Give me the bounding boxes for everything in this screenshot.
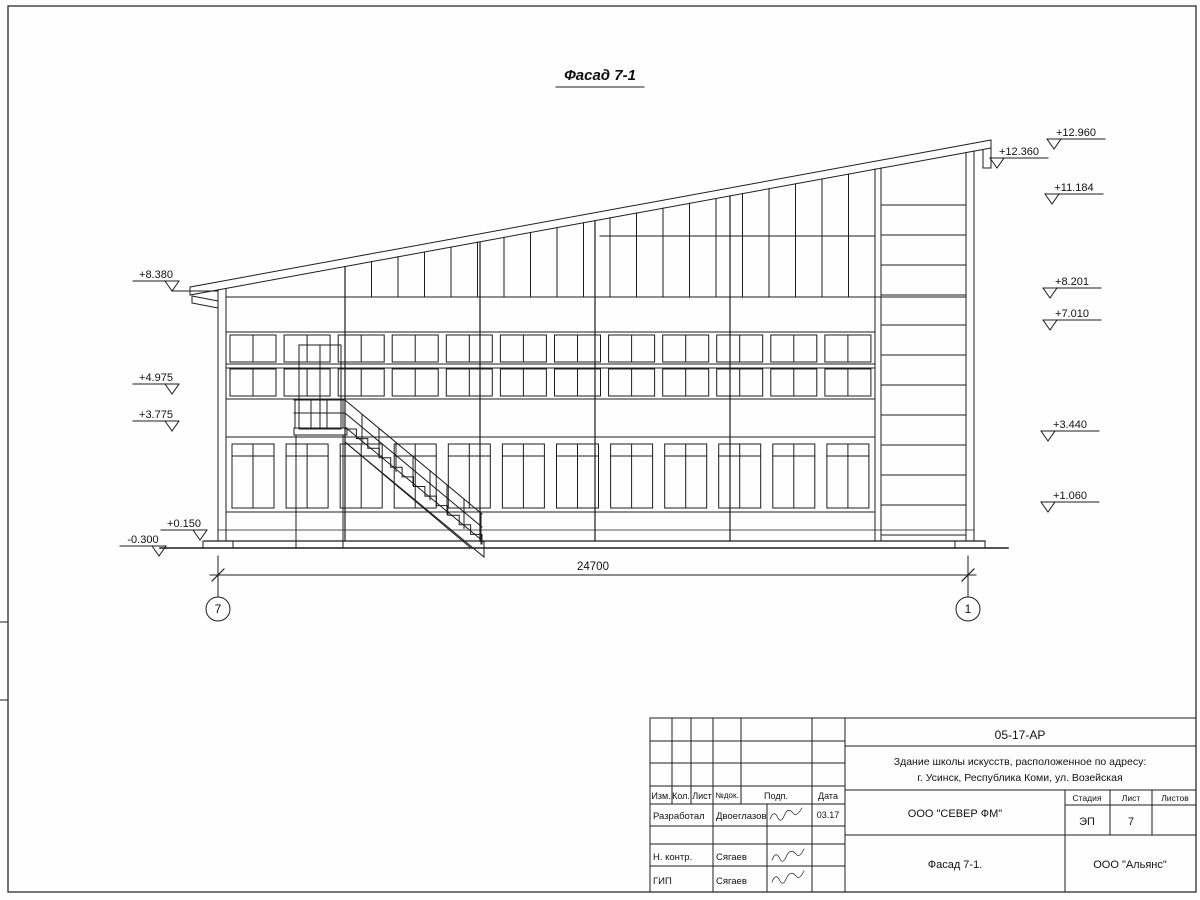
- col-list: Лист: [692, 791, 712, 801]
- elevation-mark: +0.150: [160, 518, 208, 541]
- elevation-label: +4.975: [139, 372, 173, 384]
- lower-window-band: [231, 443, 870, 509]
- signature: [771, 870, 805, 884]
- elevation-mark: +1.060: [1040, 490, 1100, 513]
- dimension-text: 24700: [577, 561, 609, 573]
- elevation-mark: +12.360: [989, 146, 1049, 169]
- elevation-mark-symbol: [1040, 501, 1100, 513]
- axis-right: 1: [955, 574, 981, 622]
- axis-bubble: [955, 596, 981, 622]
- elevation-label: +1.060: [1053, 490, 1087, 502]
- elevation-mark: +8.380: [132, 269, 219, 292]
- roof: [189, 139, 992, 296]
- signature: [771, 848, 805, 862]
- dimension: 24700 7 1: [205, 555, 981, 622]
- name-developer: Двоеглазов: [716, 811, 767, 822]
- name-ncontrol: Сягаев: [716, 852, 747, 863]
- project-name-line2: г. Усинск, Республика Коми, ул. Возейска…: [917, 772, 1122, 784]
- foundation-pad-right: [954, 540, 986, 549]
- elevation-marks-left: +8.380 +4.975 +3.775 +0.150 -0.300: [119, 269, 219, 557]
- role-ncontrol: Н. контр.: [653, 852, 692, 863]
- elevation-label: +8.380: [139, 269, 173, 281]
- elevation-label: +7.010: [1055, 308, 1089, 320]
- stage-value: ЭП: [1079, 816, 1095, 828]
- elevation-mark: +11.184: [1044, 182, 1104, 205]
- clerestory-glazing: [344, 168, 876, 298]
- sheet-value: 7: [1128, 816, 1134, 828]
- elevation-mark: +4.975: [132, 372, 180, 395]
- foundation-pad-left: [202, 540, 234, 549]
- elevation-mark: +3.775: [132, 409, 180, 432]
- elevation-mark-symbol: [1040, 430, 1100, 442]
- col-ndok: №док.: [715, 791, 738, 800]
- roof-left-fascia: [191, 295, 219, 309]
- elevation-mark-symbol: [160, 529, 208, 541]
- name-gip: Сягаев: [716, 876, 747, 887]
- role-developer: Разработал: [653, 811, 705, 822]
- elevation-label: -0.300: [127, 534, 158, 546]
- elevation-label: +3.775: [139, 409, 173, 421]
- signature: [769, 807, 803, 821]
- elevation-mark-symbol: [132, 383, 180, 395]
- elevation-mark: +7.010: [1042, 308, 1102, 331]
- stage-label: Стадия: [1073, 793, 1102, 803]
- company-name: ООО "СЕВЕР ФМ": [908, 808, 1003, 820]
- upper-window-band: [229, 334, 872, 397]
- project-name-line1: Здание школы искусств, расположенное по …: [894, 756, 1147, 768]
- contractor-name: ООО "Альянс": [1093, 859, 1167, 871]
- sheet-frame: [0, 5, 1197, 893]
- left-wall: [217, 288, 227, 542]
- elevation-label: +8.201: [1055, 276, 1089, 288]
- elevation-mark-symbol: [1044, 193, 1104, 205]
- col-podp: Подп.: [764, 791, 788, 801]
- axis-label: 1: [965, 602, 972, 616]
- view-title: Фасад 7-1: [555, 67, 645, 88]
- elevation-mark-symbol: [1042, 287, 1102, 299]
- elevation-marks-right: +12.960 +12.360 +11.184 +8.201 +7.010 +3…: [989, 127, 1106, 513]
- facade-bands: [225, 296, 967, 513]
- col-izm: Изм.: [651, 791, 670, 801]
- sheet-label: Лист: [1122, 793, 1141, 803]
- elevation-label: +12.360: [999, 146, 1039, 158]
- drawing-name: Фасад 7-1.: [928, 859, 983, 871]
- elevation-mark-symbol: [1046, 138, 1106, 150]
- col-kol: Кол.: [672, 791, 690, 801]
- elevation-mark-symbol: [989, 157, 1049, 169]
- elevation-label: +11.184: [1054, 182, 1093, 194]
- elevation-mark: +3.440: [1040, 419, 1100, 442]
- elevation-mark-symbol: [132, 420, 180, 432]
- page-title: Фасад 7-1: [564, 67, 636, 84]
- axis-bubble: [205, 596, 231, 622]
- elevation-label: +0.150: [167, 518, 201, 530]
- doc-number: 05-17-АР: [995, 728, 1046, 742]
- col-data: Дата: [818, 791, 838, 801]
- date-developer: 03.17: [817, 810, 840, 820]
- elevation-mark-symbol: [132, 280, 219, 292]
- title-block-lines: [649, 717, 1197, 893]
- elevation-mark: +12.960: [1046, 127, 1106, 150]
- sheets-label: Листов: [1161, 793, 1189, 803]
- facade-outline: [159, 139, 1009, 549]
- axis-left: 7: [205, 574, 231, 622]
- elevation-mark-symbol: [119, 545, 167, 557]
- elevation-label: +3.440: [1053, 419, 1087, 431]
- panel-divider: [874, 167, 882, 542]
- elevation-mark: -0.300: [119, 534, 167, 557]
- role-gip: ГИП: [653, 876, 672, 887]
- right-wall: [965, 150, 975, 542]
- elevation-mark: +8.201: [1042, 276, 1102, 299]
- exterior-staircase: [293, 344, 485, 559]
- axis-label: 7: [215, 602, 222, 616]
- elevation-mark-symbol: [1042, 319, 1102, 331]
- elevation-label: +12.960: [1056, 127, 1096, 139]
- side-panel-wall: [880, 204, 967, 536]
- title-block: 05-17-АР Здание школы искусств, располож…: [649, 717, 1197, 893]
